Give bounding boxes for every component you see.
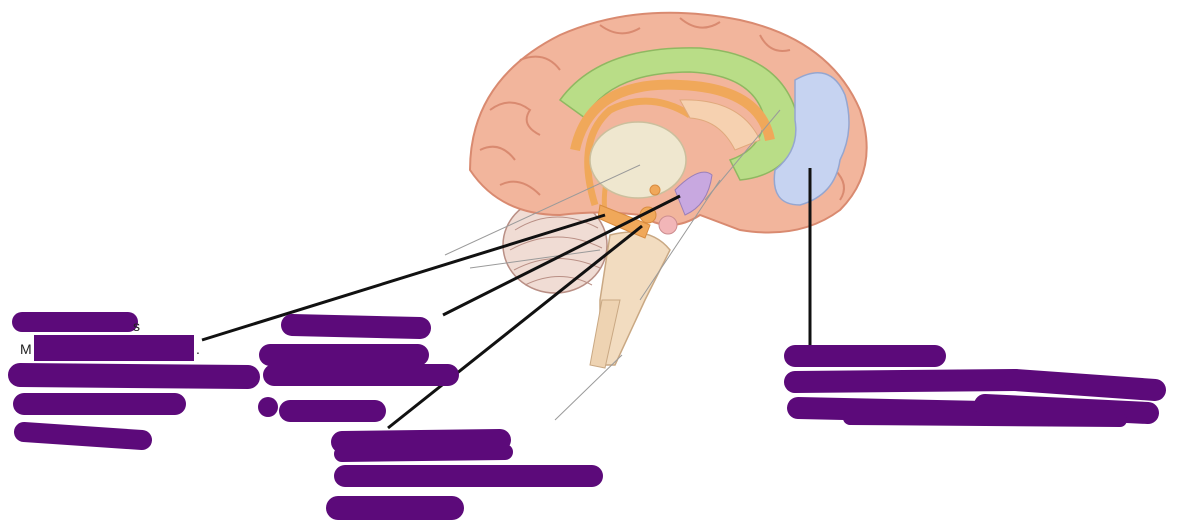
brain-sagittal-section: [468, 11, 868, 369]
redaction-right-6: [843, 411, 1127, 427]
stray-glyph-m: M: [20, 341, 32, 357]
hypothalamus: [674, 171, 713, 216]
redaction-marks: [8, 312, 1166, 520]
thin-pointer-lines: [444, 109, 781, 421]
leader-line-3: [387, 224, 643, 430]
stray-glyph-s: s: [133, 318, 140, 334]
thalamus: [589, 121, 687, 199]
redaction-right-4: [787, 397, 996, 423]
leader-lines: [201, 168, 812, 430]
leader-line-1: [201, 213, 606, 342]
thin-line-frontal: [704, 109, 781, 201]
redaction-lower-1: [331, 429, 511, 453]
redaction-left-2: [34, 335, 194, 361]
cerebral-cortex: [468, 11, 868, 234]
brainstem: [599, 231, 671, 366]
septal-area: [679, 99, 761, 151]
leader-line-2: [442, 194, 681, 317]
fornix: [584, 97, 692, 207]
spinal-cord: [589, 299, 621, 369]
thin-line-cortex: [469, 249, 601, 269]
thin-line-lower: [554, 354, 623, 421]
redaction-lower-2: [334, 444, 513, 462]
redaction-right-5: [974, 394, 1159, 424]
redaction-left-3: [8, 363, 260, 389]
mammillary-body: [649, 184, 661, 196]
redaction-right-3: [1004, 369, 1166, 401]
redaction-right-2: [784, 369, 1026, 393]
stray-glyph-period: .: [196, 341, 200, 357]
pituitary-gland: [658, 215, 678, 235]
redaction-left-5: [14, 422, 152, 450]
cingulate-gyrus: [558, 47, 801, 181]
redaction-mid-dot: [258, 397, 278, 417]
redaction-mid-1: [281, 314, 431, 339]
corpus-callosum: [570, 79, 775, 152]
thin-line-mid: [639, 179, 721, 301]
cortex-folds: [479, 17, 845, 201]
thin-line-thalamus: [444, 164, 641, 256]
prefrontal-area: [773, 72, 850, 206]
